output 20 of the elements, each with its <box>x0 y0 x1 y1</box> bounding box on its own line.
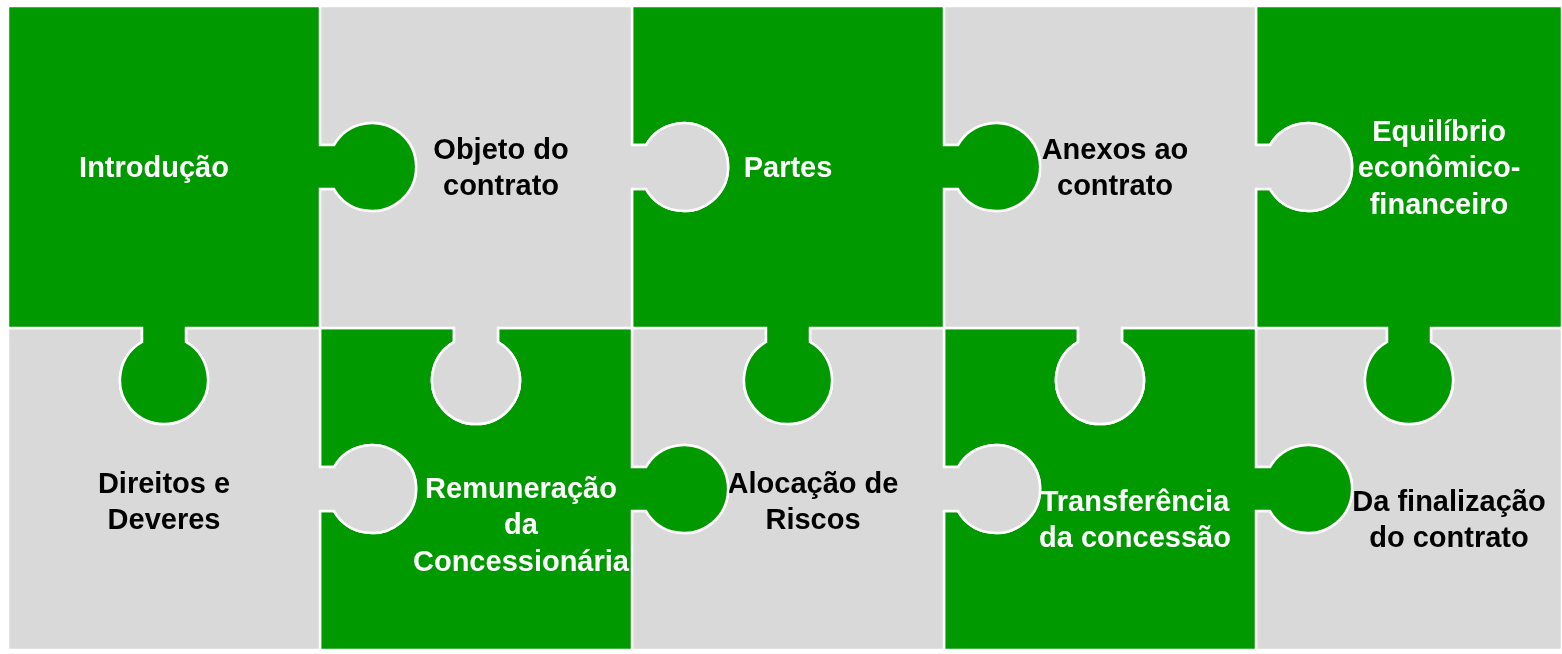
puzzle-piece <box>8 6 416 424</box>
piece-label: Alocação de Riscos <box>726 465 900 537</box>
piece-label: Objeto do contrato <box>432 131 570 203</box>
puzzle-piece <box>632 328 1040 650</box>
puzzle-piece <box>944 6 1352 424</box>
puzzle-piece <box>1256 6 1562 424</box>
piece-label: Da finalização do contrato <box>1351 483 1547 555</box>
puzzle-piece <box>320 328 728 650</box>
piece-label: Partes <box>742 149 834 185</box>
puzzle-piece <box>632 6 1040 424</box>
puzzle-piece <box>944 328 1352 650</box>
piece-label: Equilíbrio econômico-financeiro <box>1356 113 1522 222</box>
piece-label: Transferência da concessão <box>1038 483 1232 555</box>
piece-label: Introdução <box>78 149 230 185</box>
puzzle-piece <box>1256 328 1562 650</box>
puzzle-piece <box>320 6 728 424</box>
puzzle-piece <box>8 328 416 650</box>
piece-label: Anexos ao contrato <box>1040 131 1190 203</box>
piece-label: Remuneração da Concessionária <box>412 470 630 579</box>
piece-label: Direitos e Deveres <box>96 465 232 537</box>
